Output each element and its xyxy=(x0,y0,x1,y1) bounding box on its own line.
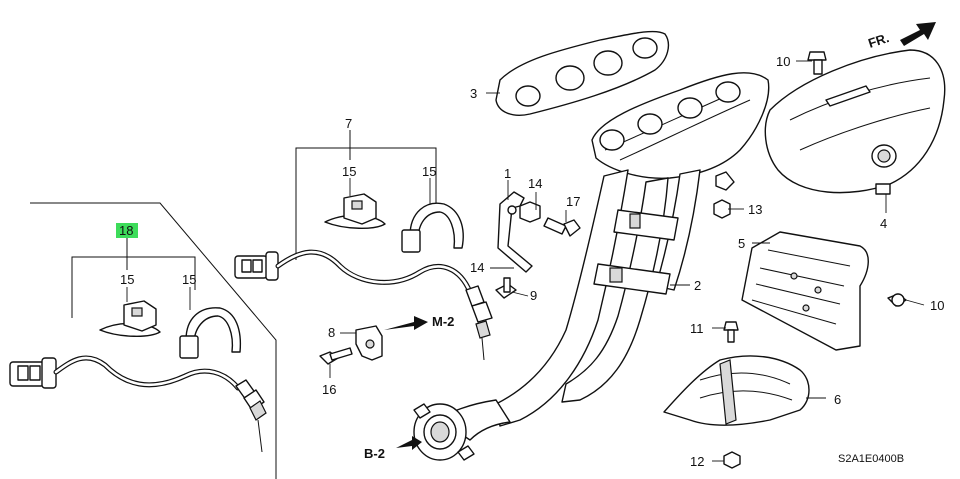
callout-17[interactable]: 17 xyxy=(566,194,580,209)
ref-arrow-b2 xyxy=(396,436,422,450)
callout-12[interactable]: 12 xyxy=(690,454,704,469)
sensor-stay-8[interactable] xyxy=(355,325,383,361)
bolt-10-lower[interactable] xyxy=(887,293,907,307)
upper-heat-shield[interactable] xyxy=(764,49,946,195)
callout-7[interactable]: 7 xyxy=(345,116,352,131)
callout-15-lower-right[interactable]: 15 xyxy=(182,272,196,287)
manifold-gasket[interactable] xyxy=(495,30,670,116)
clamp-15-upper-right[interactable] xyxy=(401,202,464,253)
lower-heat-shield[interactable] xyxy=(741,231,869,351)
callout-8[interactable]: 8 xyxy=(328,325,335,340)
bolt-10-upper[interactable] xyxy=(807,51,827,75)
bolt-11[interactable] xyxy=(723,321,739,343)
exhaust-manifold[interactable] xyxy=(413,72,770,461)
highlight-box-18 xyxy=(116,223,138,238)
callout-13[interactable]: 13 xyxy=(748,202,762,217)
nut-12[interactable] xyxy=(723,451,741,469)
clip-15-upper-left[interactable] xyxy=(324,193,386,229)
nut-14-upper[interactable] xyxy=(519,201,541,223)
front-arrow xyxy=(900,22,936,46)
callout-15-upper-left[interactable]: 15 xyxy=(342,164,356,179)
callout-1[interactable]: 1 xyxy=(504,166,511,181)
ref-label-b2[interactable]: B-2 xyxy=(364,446,385,461)
leader-lines xyxy=(126,60,925,462)
callout-5[interactable]: 5 xyxy=(738,236,745,251)
stay-bracket[interactable] xyxy=(497,191,533,273)
callout-10-lower[interactable]: 10 xyxy=(930,298,944,313)
pipe-cover[interactable] xyxy=(663,355,810,426)
primary-o2-sensor[interactable] xyxy=(234,249,493,361)
clamp-15-lower-right[interactable] xyxy=(179,307,242,359)
callout-9[interactable]: 9 xyxy=(530,288,537,303)
clip-15-lower-left[interactable] xyxy=(99,300,161,337)
callout-18[interactable]: 18 xyxy=(119,223,133,238)
callout-11[interactable]: 11 xyxy=(690,321,704,336)
nut-13[interactable] xyxy=(713,199,731,219)
bolt-17[interactable] xyxy=(543,217,581,237)
front-direction-label: FR. xyxy=(866,30,891,51)
callout-14-upper[interactable]: 14 xyxy=(528,176,542,191)
secondary-o2-sensor[interactable] xyxy=(9,355,267,453)
callout-15-lower-left[interactable]: 15 xyxy=(120,272,134,287)
ref-arrow-m2 xyxy=(384,316,428,330)
callout-14-lower[interactable]: 14 xyxy=(470,260,484,275)
callout-10-upper[interactable]: 10 xyxy=(776,54,790,69)
callout-2[interactable]: 2 xyxy=(694,278,701,293)
callout-3[interactable]: 3 xyxy=(470,86,477,101)
callout-6[interactable]: 6 xyxy=(834,392,841,407)
bolt-16[interactable] xyxy=(319,347,353,365)
callout-15-upper-right[interactable]: 15 xyxy=(422,164,436,179)
callout-16[interactable]: 16 xyxy=(322,382,336,397)
group-frames xyxy=(30,130,437,479)
ref-label-m2[interactable]: M-2 xyxy=(432,314,454,329)
bolt-9[interactable] xyxy=(495,277,517,299)
callout-4[interactable]: 4 xyxy=(880,216,887,231)
diagram-code: S2A1E0400B xyxy=(838,453,904,465)
